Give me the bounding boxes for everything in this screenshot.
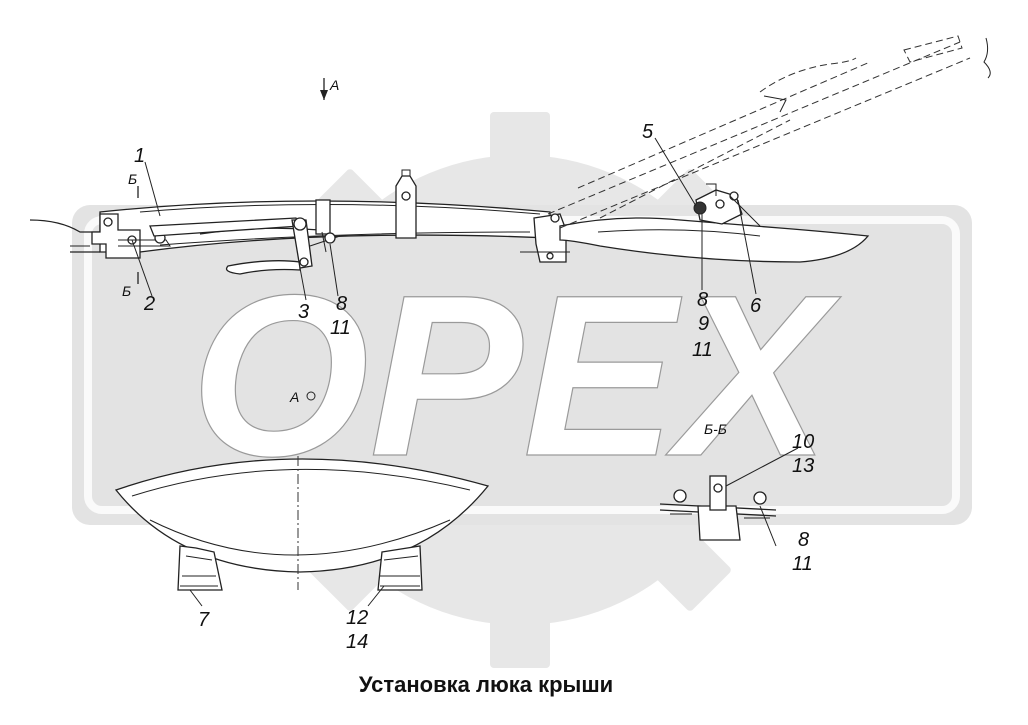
- callout-9b: 9: [698, 313, 709, 335]
- right-hinge: [533, 213, 567, 263]
- hatch-assembly-side-view: А Б Б: [29, 35, 991, 299]
- section-bracket: [697, 505, 741, 541]
- callout-1: 1: [134, 145, 145, 167]
- top-bracket: [395, 175, 417, 239]
- callout-5: 5: [642, 121, 654, 143]
- lid-open-position: [547, 41, 971, 229]
- callout-11a: 11: [330, 317, 351, 339]
- callout-3: 3: [298, 301, 309, 323]
- svg-text:А: А: [329, 77, 339, 93]
- section-b-b: Б-Б: [659, 421, 777, 541]
- callout-10: 10: [792, 431, 814, 453]
- left-clamp: [177, 545, 223, 591]
- callout-6: 6: [750, 295, 762, 317]
- callout-8c: 8: [798, 529, 809, 551]
- callout-11c: 11: [792, 553, 813, 575]
- hatch-handle-slot: [225, 260, 301, 275]
- drawing-caption: Установка люка крыши: [358, 672, 614, 697]
- svg-text:Б: Б: [122, 283, 131, 299]
- callout-2: 2: [143, 293, 155, 315]
- svg-text:А: А: [289, 389, 299, 405]
- left-hinge: [91, 213, 141, 259]
- watermark-band: [72, 205, 972, 525]
- rear-fairing: [559, 217, 870, 263]
- right-clamp: [377, 545, 423, 591]
- callout-numbers: 1 2 3 8 11 5 6 8 9 11 10 13 8 11 7 12 14: [134, 121, 814, 653]
- callout-14: 14: [346, 631, 368, 653]
- callout-12: 12: [346, 607, 368, 629]
- callout-13: 13: [792, 455, 814, 477]
- callout-8b: 8: [697, 289, 708, 311]
- svg-text:Б-Б: Б-Б: [704, 421, 727, 437]
- callout-7: 7: [198, 609, 210, 631]
- callout-11b: 11: [692, 339, 713, 361]
- svg-text:Б: Б: [128, 171, 137, 187]
- leader-lines: [131, 137, 799, 607]
- view-a-hatch-plan: А: [114, 389, 490, 591]
- callout-8a: 8: [336, 293, 347, 315]
